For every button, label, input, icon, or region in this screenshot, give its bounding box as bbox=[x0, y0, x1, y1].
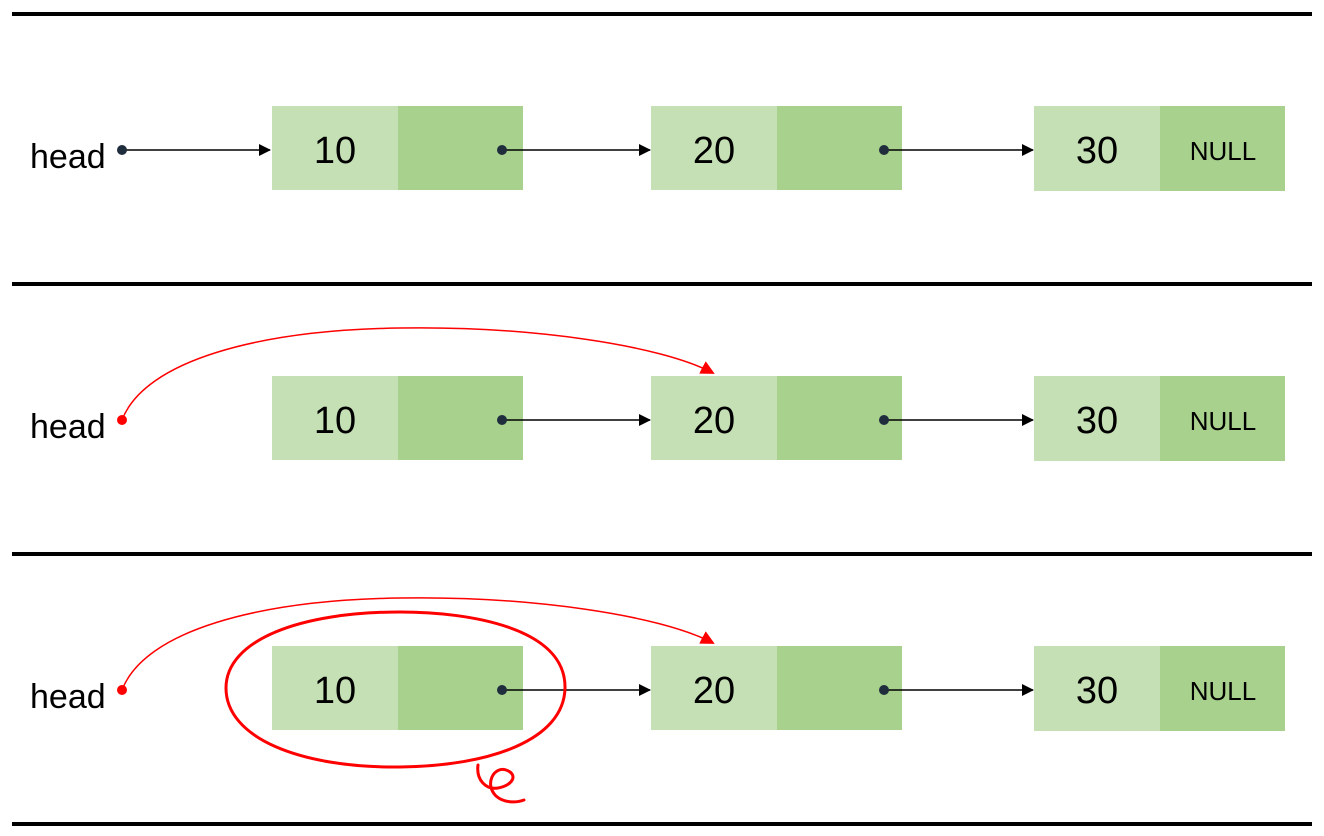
data-cell bbox=[272, 106, 398, 190]
panel-3-node-deleted: head 10 20 30 NULL bbox=[30, 597, 1285, 804]
next-pointer-dot bbox=[497, 415, 507, 425]
node-10: 10 bbox=[272, 376, 523, 460]
node-value: 30 bbox=[1076, 130, 1118, 172]
head-pointer-dot bbox=[117, 145, 127, 155]
data-cell bbox=[272, 376, 398, 460]
head-label: head bbox=[30, 138, 106, 176]
next-pointer-dot bbox=[497, 145, 507, 155]
head-pointer-dot bbox=[117, 685, 127, 695]
head-pointer-dot bbox=[117, 415, 127, 425]
next-pointer-cell bbox=[1160, 376, 1285, 461]
data-cell bbox=[1034, 646, 1160, 731]
null-label: NULL bbox=[1190, 406, 1256, 436]
panel-2-head-moved: head 10 20 30 NULL bbox=[30, 327, 1285, 461]
node-value: 20 bbox=[693, 130, 735, 172]
null-label: NULL bbox=[1190, 136, 1256, 166]
node-value: 10 bbox=[314, 400, 356, 442]
node-value: 10 bbox=[314, 130, 356, 172]
data-cell bbox=[651, 376, 777, 460]
node-value: 30 bbox=[1076, 670, 1118, 712]
next-pointer-cell bbox=[1160, 106, 1285, 191]
node-value: 20 bbox=[693, 670, 735, 712]
data-cell bbox=[1034, 106, 1160, 191]
data-cell bbox=[1034, 376, 1160, 461]
data-cell bbox=[272, 646, 398, 730]
head-label: head bbox=[30, 678, 106, 716]
node-value: 20 bbox=[693, 400, 735, 442]
head-redirect-arrow bbox=[121, 327, 715, 421]
node-20: 20 bbox=[651, 376, 902, 460]
node-30: 30 NULL bbox=[1034, 376, 1285, 461]
head-label: head bbox=[30, 408, 106, 446]
node-value: 30 bbox=[1076, 400, 1118, 442]
deleted-node-circle bbox=[224, 610, 567, 769]
node-30: 30 NULL bbox=[1034, 106, 1285, 191]
null-label: NULL bbox=[1190, 676, 1256, 706]
node-10: 10 bbox=[272, 646, 523, 730]
node-10: 10 bbox=[272, 106, 523, 190]
handwritten-flourish bbox=[476, 763, 526, 804]
node-20: 20 bbox=[651, 106, 902, 190]
node-value: 10 bbox=[314, 670, 356, 712]
panel-1-initial-list: head 10 20 30 NULL bbox=[30, 106, 1285, 191]
head-redirect-arrow bbox=[121, 597, 715, 691]
next-pointer-cell bbox=[1160, 646, 1285, 731]
data-cell bbox=[651, 646, 777, 730]
node-20: 20 bbox=[651, 646, 902, 730]
next-pointer-dot bbox=[879, 145, 889, 155]
next-pointer-dot bbox=[879, 415, 889, 425]
data-cell bbox=[651, 106, 777, 190]
node-30: 30 NULL bbox=[1034, 646, 1285, 731]
next-pointer-dot bbox=[879, 685, 889, 695]
next-pointer-dot bbox=[497, 685, 507, 695]
